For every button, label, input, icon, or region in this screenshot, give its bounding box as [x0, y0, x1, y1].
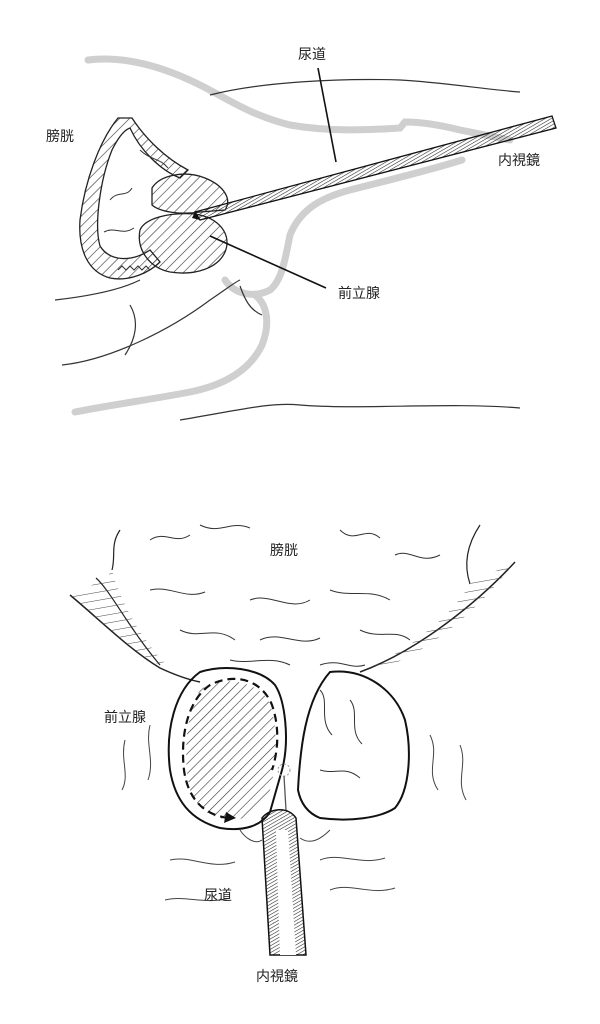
- bladder-wall: [79, 117, 190, 280]
- bladder-top-right: [466, 524, 481, 585]
- label-endoscope-top: 内視鏡: [498, 153, 540, 169]
- prostate-upper-lobe: [151, 173, 229, 214]
- resection-path: [181, 677, 279, 820]
- tissue-lines: [121, 724, 467, 902]
- bladder-fold: [139, 149, 169, 169]
- thigh-line-2: [61, 279, 241, 366]
- prostate-left-lobe-outline: [167, 667, 287, 831]
- abdomen-line: [209, 78, 521, 96]
- pelvic-curve: [124, 304, 137, 356]
- prostate-right-lobe: [296, 670, 410, 821]
- right-lobe-fold: [319, 689, 333, 736]
- leg-line: [179, 403, 521, 421]
- label-bladder-top: 膀胱: [46, 129, 74, 145]
- body-outline-upper: [84, 55, 514, 144]
- top-diagram: [54, 55, 557, 421]
- bladder-top-left: [111, 529, 121, 571]
- label-endoscope-bottom: 内視鏡: [256, 969, 298, 985]
- resection-arrow: [224, 812, 236, 823]
- bottom-diagram: [69, 524, 516, 956]
- label-urethra-bottom: 尿道: [204, 888, 232, 904]
- bladder-fold: [109, 187, 133, 201]
- label-urethra-top: 尿道: [298, 47, 326, 63]
- prostate-left-lobe-resected: [186, 681, 276, 820]
- light-beam: [283, 775, 287, 811]
- right-lobe-fold: [319, 769, 361, 779]
- endoscope-inner: [276, 830, 296, 955]
- body-outline-back: [71, 291, 271, 416]
- squiggle: [117, 265, 151, 271]
- label-prostate-top: 前立腺: [338, 286, 380, 302]
- label-bladder-bottom: 膀胱: [270, 543, 298, 559]
- endoscope-tip: [192, 212, 200, 220]
- scrotum-line: [239, 285, 263, 316]
- bladder-folds: [149, 524, 441, 667]
- prostate-leader: [209, 235, 327, 289]
- thigh-line: [54, 279, 141, 301]
- right-lobe-fold: [349, 699, 363, 745]
- bladder-wall-right-hatch: [360, 562, 515, 672]
- body-outline-lower: [221, 156, 466, 298]
- prostate-lower-lobe: [138, 212, 228, 274]
- bladder-wall-left-hatch: [70, 570, 170, 668]
- urethra-leader: [317, 67, 337, 163]
- label-prostate-bottom: 前立腺: [104, 710, 146, 726]
- bladder-fold: [103, 227, 135, 233]
